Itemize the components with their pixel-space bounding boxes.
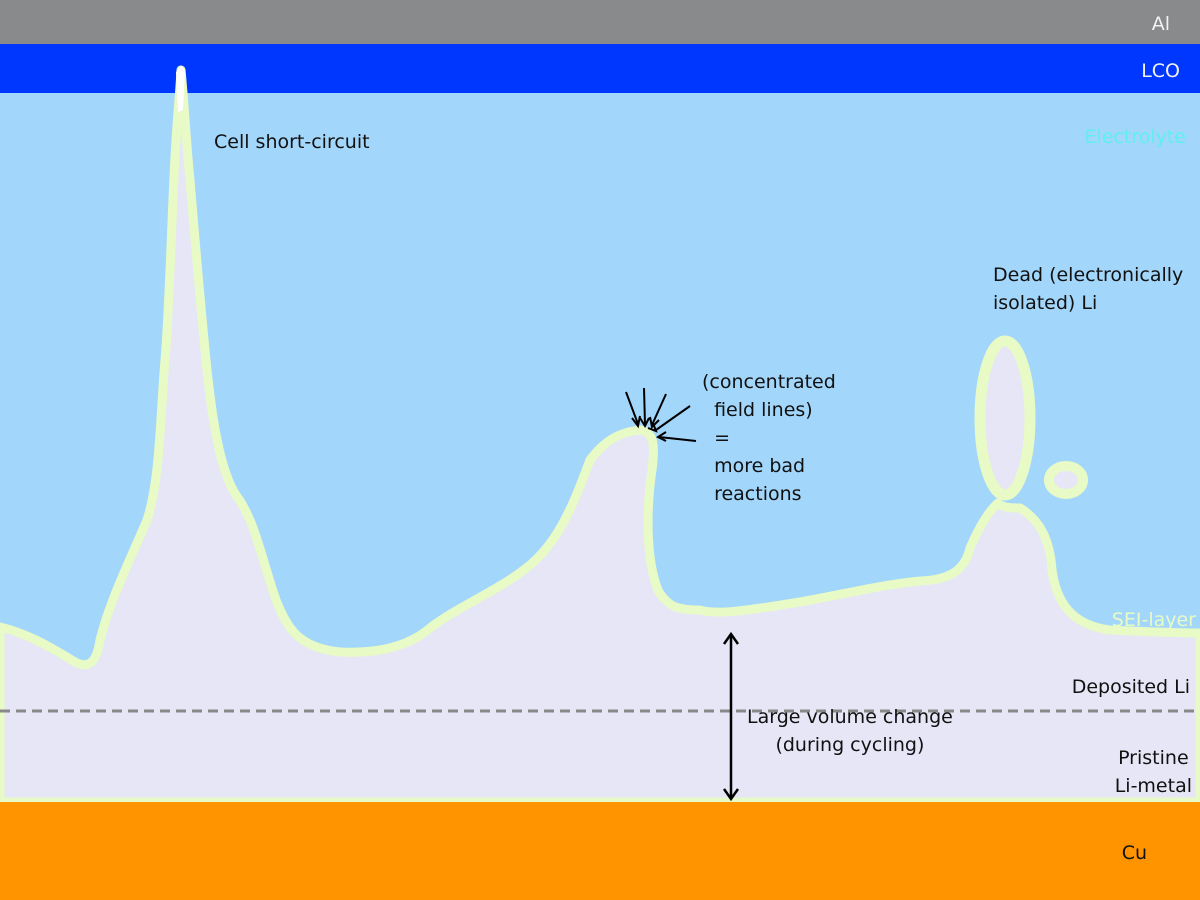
label-pristine-li-metal: Pristine Li-metal: [1114, 747, 1192, 797]
dead-lithium-particle: [1044, 461, 1088, 499]
label-concentrated-field-lines: (concentrated field lines) = more bad re…: [702, 371, 836, 505]
label-lco: LCO: [1141, 60, 1180, 82]
copper-current-collector: [0, 802, 1200, 900]
label-dead-li: Dead (electronically isolated) Li: [993, 264, 1184, 314]
label-deposited-li: Deposited Li: [1071, 676, 1190, 698]
label-sei-layer: SEI-layer: [1111, 609, 1196, 631]
volume-change-arrow: [722, 631, 740, 802]
aluminum-layer: [0, 0, 1200, 44]
lithium-metal-surface: [0, 65, 1200, 807]
label-al: Al: [1151, 13, 1170, 35]
label-electrolyte: Electrolyte: [1084, 126, 1186, 148]
dead-lithium-loop: [974, 335, 1036, 501]
field-line-arrows: [625, 387, 697, 442]
label-cu: Cu: [1121, 842, 1147, 864]
label-cell-short-circuit: Cell short-circuit: [214, 131, 370, 153]
label-volume-change: Large volume change (during cycling): [747, 706, 953, 756]
lco-cathode-layer: [0, 44, 1200, 93]
dendrite-tip-highlight: [176, 66, 185, 112]
